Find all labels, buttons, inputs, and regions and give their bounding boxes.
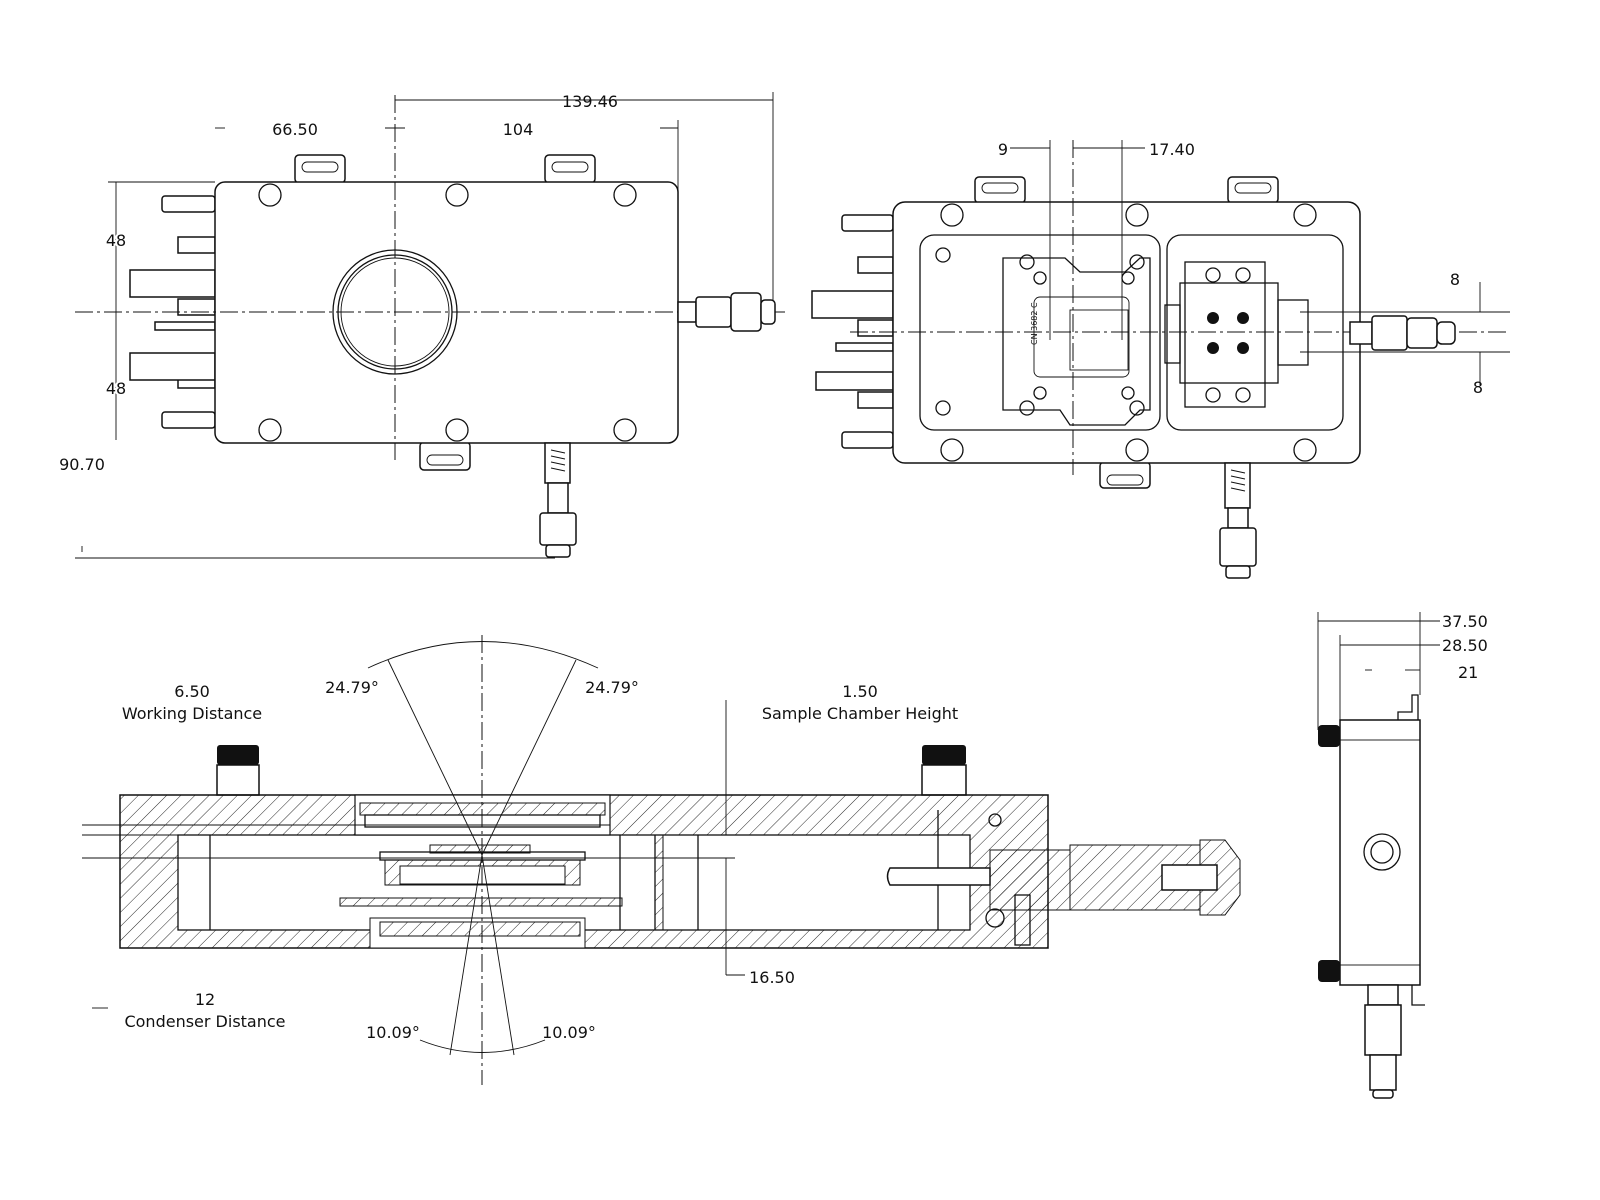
side-view: 37.50 28.50 21: [1317, 612, 1488, 1099]
side-dim-a: 37.50: [1442, 612, 1488, 631]
dim-bottom: 16.50: [749, 968, 795, 987]
stage-body-side: [1339, 719, 1421, 986]
side-dim-c: 21: [1458, 663, 1478, 682]
mount-tab: [419, 441, 471, 471]
chamber-height-label: Sample Chamber Height: [762, 704, 958, 723]
top-view-left: 139.46 66.50 104 48 48 90.70: [59, 92, 785, 559]
part-label: CN 3682 C: [1030, 302, 1039, 345]
port: [1363, 833, 1401, 871]
dim-left: 66.50: [272, 120, 318, 139]
angle-top-left: 24.79°: [325, 678, 379, 697]
mounting-holes: [258, 183, 637, 442]
micrometer: [539, 442, 577, 558]
chamber-height-value: 1.50: [842, 682, 878, 701]
dim-height: 90.70: [59, 455, 105, 474]
dim-upper-offset: 8: [1450, 270, 1460, 289]
condenser-distance-value: 12: [195, 990, 215, 1009]
dim-overall-width: 139.46: [562, 92, 618, 111]
dim-lower-half: 48: [106, 379, 126, 398]
micrometer: [1219, 462, 1257, 579]
connector: [1349, 315, 1456, 351]
dim-upper-half: 48: [106, 231, 126, 250]
hose-fittings: [129, 195, 216, 429]
condenser-distance-label: Condenser Distance: [124, 1012, 285, 1031]
knob: [217, 745, 259, 765]
angle-bottom-left: 10.09°: [366, 1023, 420, 1042]
top-view-right: CN 3682 C 9 17.40 8 8: [811, 140, 1510, 579]
connector: [677, 292, 776, 332]
dimensions: [75, 92, 774, 559]
knob: [1318, 725, 1340, 747]
dim-offset-a: 9: [998, 140, 1008, 159]
side-dim-b: 28.50: [1442, 636, 1488, 655]
knob: [1318, 960, 1340, 982]
micrometer-section: [886, 839, 1241, 946]
knob: [922, 745, 966, 765]
angle-bottom-right: 10.09°: [542, 1023, 596, 1042]
dim-right: 104: [503, 120, 534, 139]
dim-offset-b: 17.40: [1149, 140, 1195, 159]
angle-top-right: 24.79°: [585, 678, 639, 697]
sample-holder: [1002, 257, 1151, 426]
micrometer: [1364, 984, 1402, 1099]
working-distance-value: 6.50: [174, 682, 210, 701]
section-view: 6.50 Working Distance 1.50 Sample Chambe…: [82, 635, 1241, 1085]
working-distance-label: Working Distance: [122, 704, 262, 723]
screws: [935, 247, 1251, 416]
dim-lower-offset: 8: [1473, 378, 1483, 397]
